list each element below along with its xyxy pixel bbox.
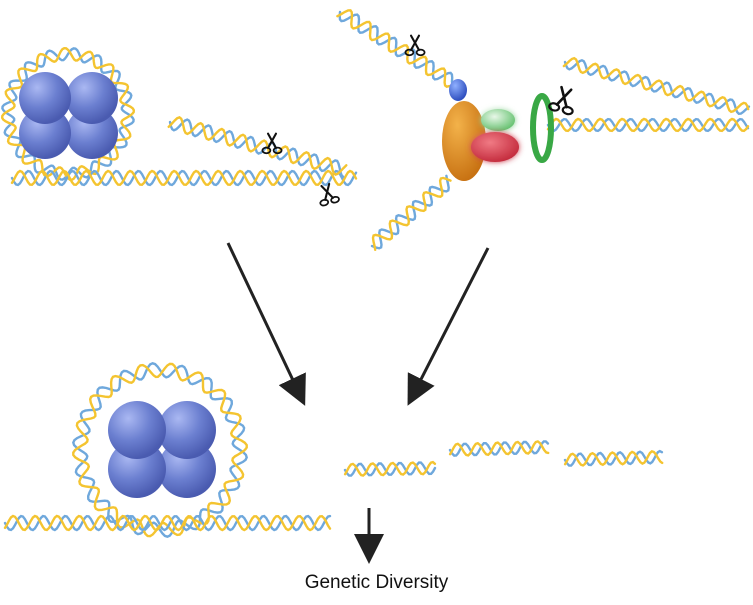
arrow-icon: [226, 242, 306, 406]
diagram-caption: Genetic Diversity: [304, 572, 449, 593]
dna-helix: [371, 176, 452, 251]
dna-helix: [343, 460, 437, 477]
dna-helix: [562, 56, 750, 114]
dna-helix: [370, 174, 450, 250]
dna-helix: [1, 47, 135, 181]
dna-helix: [563, 449, 664, 467]
scissors-icon: [314, 181, 341, 208]
dna-helix: [336, 9, 451, 88]
dna-strands: [0, 9, 751, 538]
protein-complex-icon: [442, 79, 554, 181]
arrow-icon: [407, 247, 490, 406]
dna-helix: [3, 514, 332, 532]
dna-helix: [167, 116, 348, 176]
dna-helix: [10, 169, 358, 187]
dna-helix: [338, 10, 454, 84]
dna-helix: [10, 169, 358, 187]
histone-core-icon: [19, 72, 118, 159]
dna-helix: [3, 514, 332, 532]
histone-core-icon: [108, 401, 216, 498]
dna-helix: [343, 461, 437, 477]
dna-helix: [0, 46, 136, 182]
dna-helix: [72, 362, 248, 538]
dna-helix: [546, 117, 750, 133]
dna-helix: [563, 58, 751, 116]
dna-helix: [168, 118, 345, 178]
dna-helix: [448, 440, 550, 457]
scissors-icon: [546, 83, 580, 117]
